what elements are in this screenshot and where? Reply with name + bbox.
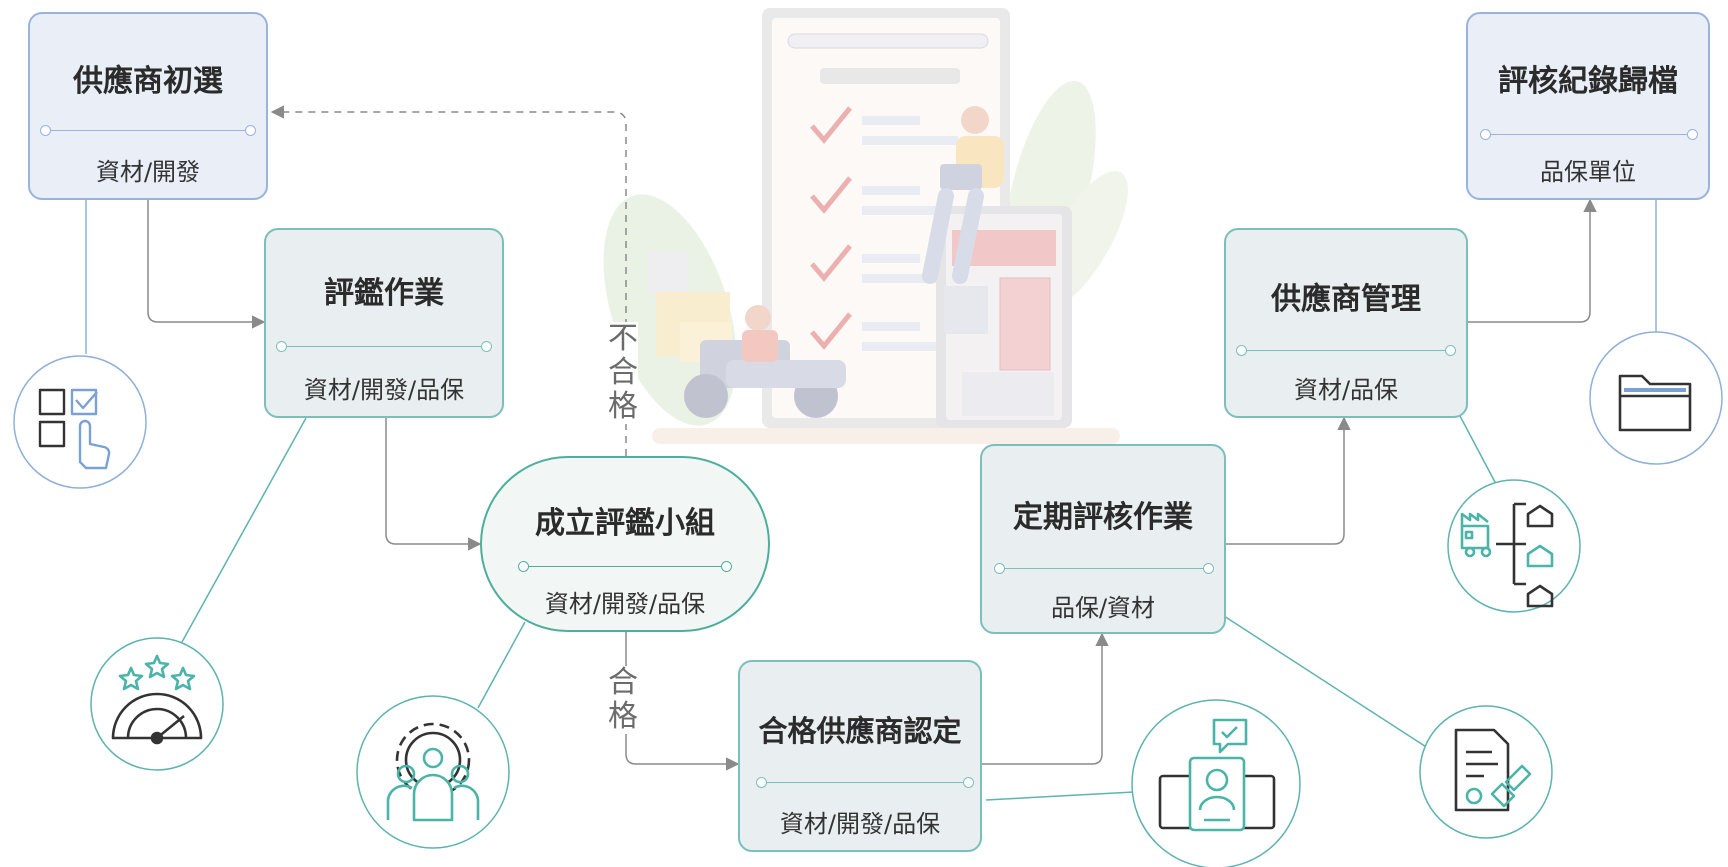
node-owner: 資材/開發/品保: [544, 590, 706, 618]
node-evaluation[interactable]: 評鑑作業 資材/開發/品保: [264, 228, 504, 418]
node-owner: 資材/品保: [1293, 376, 1399, 404]
leader-lines: [85, 200, 1657, 801]
node-qualified-supplier[interactable]: 合格供應商認定 資材/開發/品保: [738, 660, 982, 852]
node-owner: 資材/開發: [95, 158, 201, 186]
certified-document-icon: [1454, 728, 1532, 812]
candidate-profile-icon: [1158, 718, 1276, 832]
node-title: 評核紀錄歸檔: [1498, 64, 1678, 99]
connector-prescreen-evaluation: [147, 200, 266, 329]
node-divider: [1480, 129, 1698, 140]
node-title: 供應商管理: [1271, 282, 1421, 317]
node-owner: 品保單位: [1540, 158, 1636, 186]
folder-icon: [1618, 374, 1692, 432]
node-form-team[interactable]: 成立評鑑小組 資材/開發/品保: [480, 456, 770, 632]
node-title: 評鑑作業: [324, 276, 444, 311]
node-title: 供應商初選: [73, 64, 223, 99]
node-divider: [518, 561, 732, 572]
node-title: 定期評核作業: [1013, 500, 1193, 535]
flow-connectors: [147, 105, 1597, 771]
node-owner: 品保/資材: [1050, 594, 1156, 622]
warehouse-illustration: [603, 8, 1128, 444]
node-owner: 資材/開發/品保: [779, 810, 941, 838]
connector-periodic-management: [1226, 416, 1351, 545]
connector-pass: [625, 632, 740, 771]
node-supplier-management[interactable]: 供應商管理 資材/品保: [1224, 228, 1468, 418]
node-divider: [756, 777, 974, 788]
supply-network-icon: [1460, 502, 1554, 608]
checklist-select-icon: [38, 388, 111, 470]
node-title: 合格供應商認定: [758, 714, 962, 748]
rating-gauge-icon: [111, 654, 203, 745]
team-gear-icon: [386, 722, 480, 822]
node-divider: [994, 563, 1214, 574]
node-supplier-prescreen[interactable]: 供應商初選 資材/開發: [28, 12, 268, 200]
pass-edge-label: 合格: [608, 665, 638, 734]
fail-edge-label: 不合格: [608, 321, 638, 424]
node-owner: 資材/開發/品保: [303, 376, 465, 404]
connector-fail-back: [270, 105, 627, 456]
connector-qualified-periodic: [980, 632, 1109, 765]
node-divider: [40, 125, 256, 136]
node-divider: [276, 341, 492, 352]
node-title: 成立評鑑小組: [535, 506, 715, 541]
node-periodic-review[interactable]: 定期評核作業 品保/資材: [980, 444, 1226, 634]
node-divider: [1236, 345, 1456, 356]
connector-management-archive: [1468, 198, 1597, 323]
connector-evaluation-team: [385, 418, 482, 551]
node-record-archive[interactable]: 評核紀錄歸檔 品保單位: [1466, 12, 1710, 200]
